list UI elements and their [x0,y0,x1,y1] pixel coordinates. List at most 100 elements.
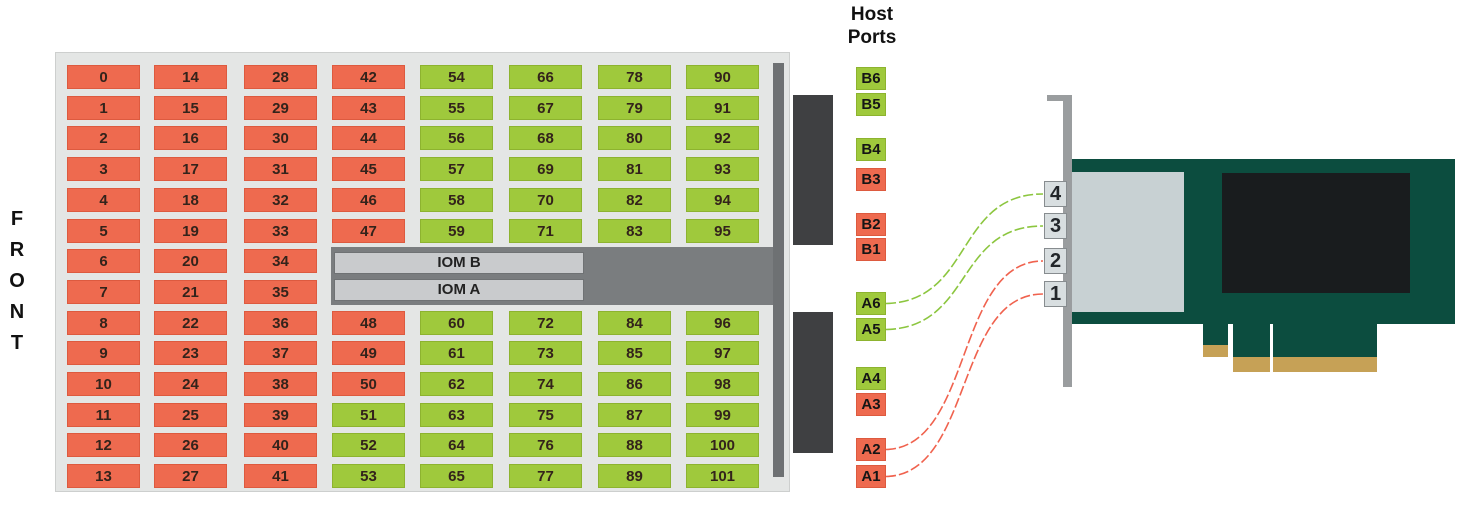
front-letter: R [9,239,25,261]
drive-slot: 8 [67,311,140,335]
drive-slot: 37 [244,341,317,365]
drive-slot: 39 [244,403,317,427]
pcie-gold-finger-small [1203,345,1228,357]
drive-slot: 63 [420,403,493,427]
drive-slot: 55 [420,96,493,120]
drive-slot: 29 [244,96,317,120]
drive-slot: 45 [332,157,405,181]
drive-slot: 18 [154,188,227,212]
hba-asic-chip [1222,173,1410,293]
drive-slot: 44 [332,126,405,150]
drive-slot: 95 [686,219,759,243]
drive-slot: 47 [332,219,405,243]
drive-slot: 43 [332,96,405,120]
drive-slot: 56 [420,126,493,150]
drive-slot: 92 [686,126,759,150]
drive-slot: 101 [686,464,759,488]
front-letter: T [10,332,24,354]
drive-slot: 21 [154,280,227,304]
drive-slot: 46 [332,188,405,212]
drive-slot: 50 [332,372,405,396]
drive-slot: 17 [154,157,227,181]
drive-slot: 48 [332,311,405,335]
drive-slot: 33 [244,219,317,243]
drive-slot: 90 [686,65,759,89]
drive-slot: 83 [598,219,671,243]
front-letter: F [10,208,24,230]
drive-slot: 82 [598,188,671,212]
drive-slot: 73 [509,341,582,365]
drive-slot: 66 [509,65,582,89]
drive-slot: 97 [686,341,759,365]
host-port-chip-b1: B1 [856,238,886,261]
host-port-chip-b6: B6 [856,67,886,90]
drive-slot: 30 [244,126,317,150]
drive-slot: 61 [420,341,493,365]
drive-slot: 41 [244,464,317,488]
drive-slot: 88 [598,433,671,457]
drive-slot: 1 [67,96,140,120]
drive-slot: 3 [67,157,140,181]
drive-slot: 71 [509,219,582,243]
host-port-chip-b2: B2 [856,213,886,236]
drive-slot: 6 [67,249,140,273]
pcie-edge-tab-small [1203,324,1228,345]
drive-slot: 93 [686,157,759,181]
drive-slot: 99 [686,403,759,427]
drive-slot: 84 [598,311,671,335]
pcie-gold-finger-main [1273,357,1377,372]
drive-slot: 14 [154,65,227,89]
drive-slot: 5 [67,219,140,243]
host-port-chip-b4: B4 [856,138,886,161]
drive-slot: 75 [509,403,582,427]
cable-a2-to-port-2 [885,260,1044,451]
drive-slot: 19 [154,219,227,243]
cable-a5-to-port-3 [885,225,1044,331]
drive-slot: 94 [686,188,759,212]
drive-slot: 91 [686,96,759,120]
host-port-chip-a3: A3 [856,393,886,416]
drive-slot: 76 [509,433,582,457]
drive-slot: 34 [244,249,317,273]
front-letter: N [9,301,25,323]
drive-slot: 31 [244,157,317,181]
drive-slot: 69 [509,157,582,181]
iom-b-module: IOM B [334,252,584,274]
host-port-chip-b5: B5 [856,93,886,116]
hba-bracket [1063,95,1072,387]
host-port-chip-a1: A1 [856,465,886,488]
drive-slot: 2 [67,126,140,150]
drive-slot: 26 [154,433,227,457]
host-port-chip-b3: B3 [856,168,886,191]
cable-a6-to-port-4 [885,193,1044,305]
drive-slot: 11 [67,403,140,427]
drive-slot: 23 [154,341,227,365]
drive-slot: 77 [509,464,582,488]
hba-external-connector [1072,172,1184,312]
drive-slot: 9 [67,341,140,365]
host-port-chip-a6: A6 [856,292,886,315]
drive-slot: 32 [244,188,317,212]
drive-slot: 62 [420,372,493,396]
drive-slot: 64 [420,433,493,457]
drive-slot: 38 [244,372,317,396]
rear-connector-bottom [793,312,833,453]
drive-slot: 25 [154,403,227,427]
backplane-strip [773,63,784,477]
drive-slot: 72 [509,311,582,335]
iom-a-label: IOM A [437,281,481,298]
hba-port-number-4: 4 [1044,181,1067,207]
drive-slot: 87 [598,403,671,427]
drive-slot: 35 [244,280,317,304]
drive-slot: 10 [67,372,140,396]
drive-slot: 80 [598,126,671,150]
iom-block: IOM B IOM A [331,247,784,305]
hba-port-number-3: 3 [1044,213,1067,239]
pcie-gold-finger-key [1233,357,1270,372]
drive-slot: 96 [686,311,759,335]
drive-slot: 89 [598,464,671,488]
host-port-chip-a2: A2 [856,438,886,461]
